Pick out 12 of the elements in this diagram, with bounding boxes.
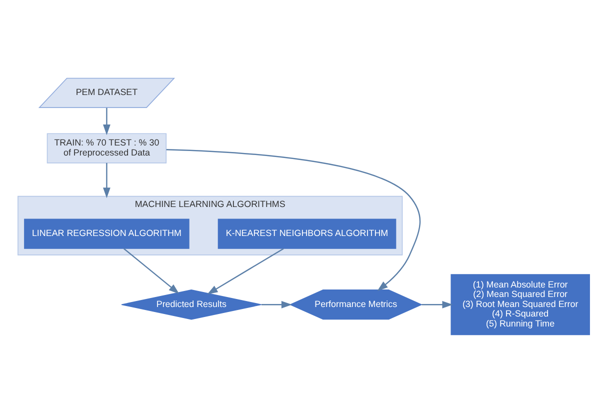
arrow bbox=[103, 162, 110, 198]
arrow bbox=[166, 148, 421, 290]
arrow bbox=[103, 107, 110, 135]
node-box: (1) Mean Absolute Error (2) Mean Squared Error (3) Root Mean Squared Error (4) R-Squared (5) Running Time bbox=[450, 274, 590, 335]
arrow bbox=[123, 248, 180, 294]
node-box: TRAIN: % 70 TEST : % 30 of Preprocessed Data bbox=[46, 132, 167, 163]
node-diamond: Predicted Results bbox=[121, 289, 262, 320]
arrow bbox=[261, 300, 292, 308]
arrow bbox=[422, 300, 453, 308]
arrow bbox=[207, 248, 284, 294]
node-box: LINEAR REGRESSION ALGORITHM bbox=[24, 218, 190, 248]
node-box: K-NEAREST NEIGHBORS ALGORITHM bbox=[218, 218, 396, 248]
